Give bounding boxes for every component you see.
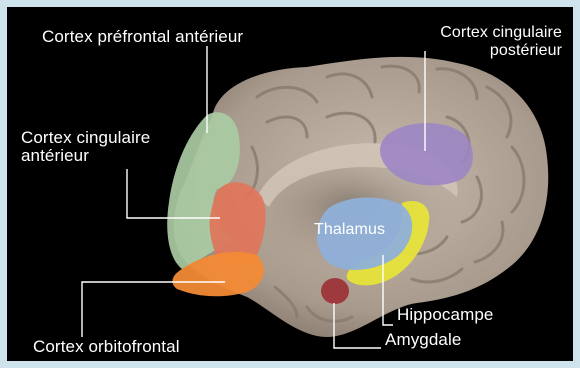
label-cingulate-posterior-line2: postérieur (407, 42, 562, 60)
label-amygdala: Amygdale (385, 331, 461, 349)
label-cingulate-anterior-line2: antérieur (21, 147, 150, 165)
label-prefrontal: Cortex préfrontal antérieur (42, 28, 243, 46)
label-cingulate-anterior: Cortex cingulaire antérieur (21, 129, 150, 165)
label-cingulate-posterior-line1: Cortex cingulaire (407, 24, 562, 42)
label-cingulate-posterior: Cortex cingulaire postérieur (407, 24, 562, 60)
diagram-frame: Cortex préfrontal antérieur Cortex cingu… (7, 7, 573, 361)
amygdala-region (321, 278, 349, 304)
label-orbitofrontal: Cortex orbitofrontal (33, 338, 180, 356)
label-hippocampus: Hippocampe (397, 306, 493, 324)
label-thalamus: Thalamus (314, 221, 385, 239)
label-cingulate-anterior-line1: Cortex cingulaire (21, 129, 150, 147)
